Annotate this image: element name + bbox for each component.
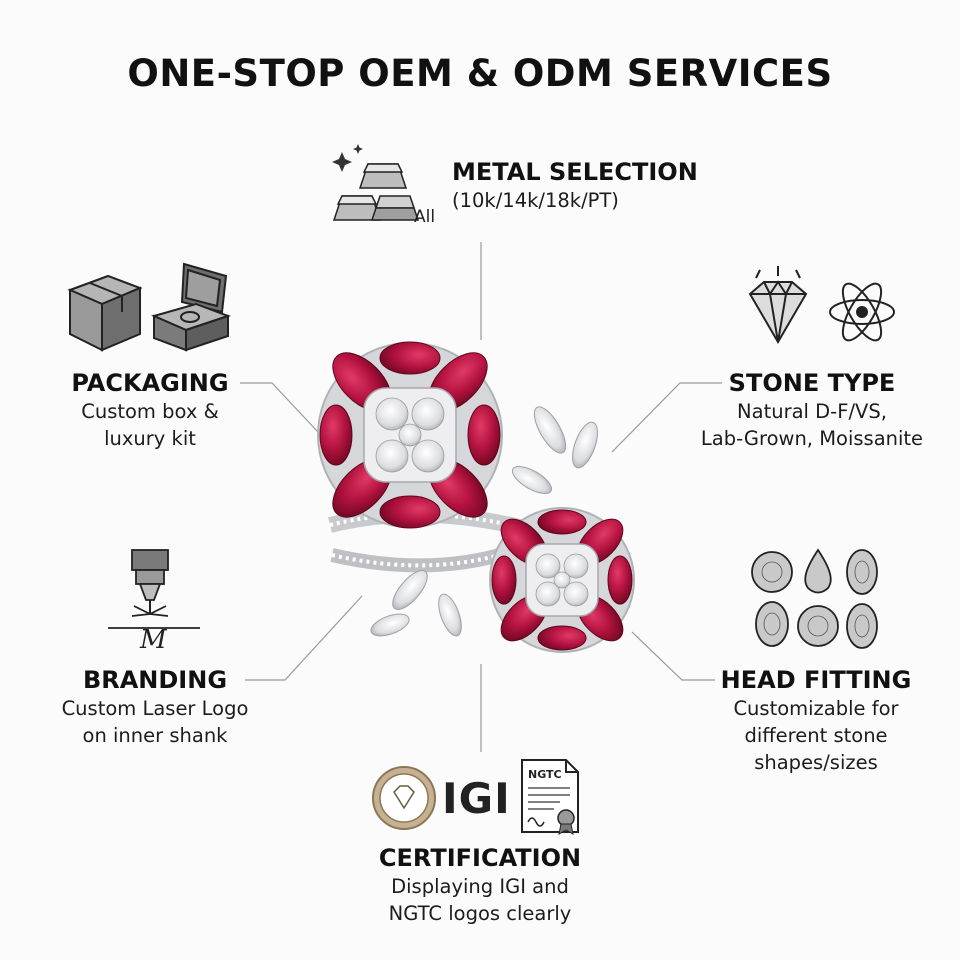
branding-desc-line-1: Custom Laser Logo (61, 697, 249, 720)
round-stone-icon (751, 551, 793, 593)
packaging-desc-line-1: Custom box & (81, 400, 219, 423)
branding-title: BRANDING (82, 666, 228, 694)
ngtc-label: NGTC (528, 768, 562, 781)
ring-box-icon (151, 262, 231, 352)
cert-title: CERTIFICATION (378, 844, 582, 872)
atom-icon (829, 282, 895, 342)
ruby-diamond-ring-image (317, 341, 635, 653)
igi-seal-icon (372, 766, 436, 830)
cushion-stone-icon (797, 605, 839, 647)
branding-logo-letter: M (139, 625, 168, 654)
large-ruby-flower (317, 341, 503, 529)
connector-stone (611, 382, 722, 453)
head-title: HEAD FITTING (720, 666, 912, 694)
metal-section: METAL SELECTION (10k/14k/18k/PT) (452, 157, 698, 214)
pear-stone-icon (804, 548, 832, 594)
oval-stone-icon-3 (846, 603, 878, 649)
head-desc-line-3: shapes/sizes (754, 751, 878, 774)
packaging-desc-line-2: luxury kit (104, 427, 196, 450)
stone-shapes-icon (751, 548, 878, 649)
packaging-section: PACKAGING Custom box & luxury kit (50, 368, 250, 452)
igi-label: IGI (442, 774, 511, 823)
head-section: HEAD FITTING Customizable for different … (706, 665, 926, 776)
metal-bars-icon: All (332, 144, 435, 227)
connector-head (631, 631, 715, 681)
small-ruby-flower (489, 507, 635, 653)
cardboard-box-icon (67, 274, 143, 352)
oval-stone-icon-2 (755, 601, 789, 647)
page-title: ONE-STOP OEM & ODM SERVICES (127, 52, 833, 95)
stone-title: STONE TYPE (728, 369, 896, 397)
cert-section: CERTIFICATION Displaying IGI and NGTC lo… (330, 843, 630, 927)
oval-stone-icon (846, 549, 878, 595)
cert-desc-line-2: NGTC logos clearly (388, 902, 572, 925)
stone-icons (748, 266, 895, 344)
branding-section: BRANDING Custom Laser Logo on inner shan… (30, 665, 280, 749)
stone-desc-line-2: Lab-Grown, Moissanite (700, 427, 924, 450)
metal-desc: (10k/14k/18k/PT) (452, 189, 619, 212)
cert-desc-line-1: Displaying IGI and (391, 875, 569, 898)
head-desc-line-1: Customizable for (733, 697, 899, 720)
diamond-icon (748, 266, 808, 344)
head-desc-line-2: different stone (744, 724, 888, 747)
metal-title: METAL SELECTION (452, 158, 698, 186)
packaging-title: PACKAGING (71, 369, 229, 397)
metal-badge: All (414, 207, 435, 227)
connector-branding (245, 595, 363, 681)
stone-section: STONE TYPE Natural D-F/VS, Lab-Grown, Mo… (682, 368, 942, 452)
packaging-icons (67, 262, 231, 352)
ngtc-certificate-icon: NGTC (521, 759, 579, 835)
branding-desc-line-2: on inner shank (82, 724, 228, 747)
connector-packaging (240, 382, 319, 433)
laser-engraver-icon: M (108, 549, 200, 654)
stone-desc-line-1: Natural D-F/VS, (737, 400, 887, 423)
